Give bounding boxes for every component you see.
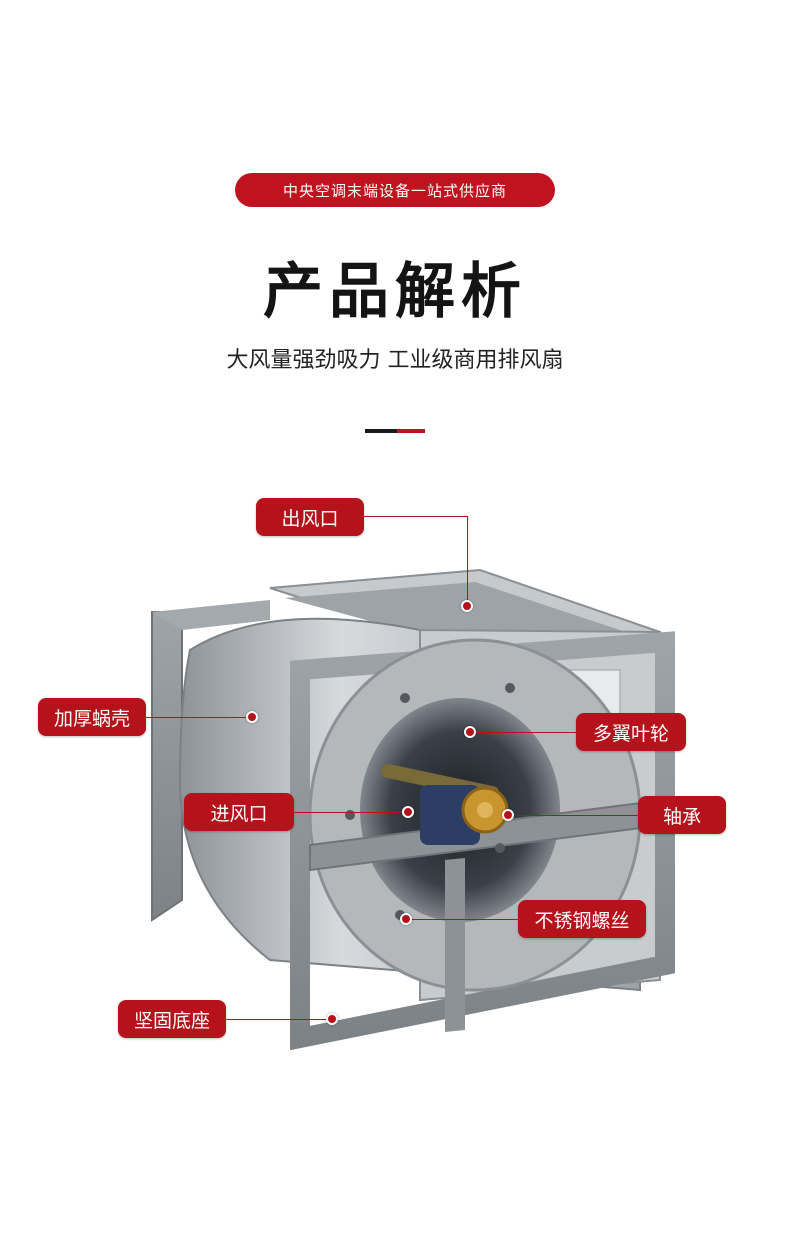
title-divider-dark xyxy=(365,429,397,433)
callout-outlet-dot xyxy=(461,600,473,612)
callout-screws-line xyxy=(410,919,518,920)
callout-housing: 加厚蜗壳 xyxy=(38,698,146,736)
callout-impeller-line xyxy=(474,732,576,733)
callout-bearing: 轴承 xyxy=(638,796,726,834)
callout-inlet-line xyxy=(294,812,402,813)
callout-outlet: 出风口 xyxy=(256,498,364,536)
callout-housing-dot xyxy=(246,711,258,723)
callout-inlet: 进风口 xyxy=(184,793,294,831)
callout-screws-dot xyxy=(400,913,412,925)
callout-base-line xyxy=(226,1019,328,1020)
page-subtitle: 大风量强劲吸力 工业级商用排风扇 xyxy=(226,348,564,373)
callout-outlet-line xyxy=(467,516,468,604)
callout-base: 坚固底座 xyxy=(118,1000,226,1038)
callout-bearing-line xyxy=(512,815,638,816)
callout-screws: 不锈钢螺丝 xyxy=(518,900,646,938)
page-title: 产品解析 xyxy=(263,257,527,327)
callout-base-dot xyxy=(326,1013,338,1025)
callout-housing-line xyxy=(146,717,250,718)
callout-outlet-line xyxy=(364,516,468,517)
slogan-badge: 中央空调末端设备一站式供应商 xyxy=(235,173,555,207)
title-divider-red xyxy=(397,429,425,433)
callout-inlet-dot xyxy=(402,806,414,818)
callout-impeller: 多翼叶轮 xyxy=(576,713,686,751)
callout-bearing-dot xyxy=(502,809,514,821)
callout-impeller-dot xyxy=(464,726,476,738)
